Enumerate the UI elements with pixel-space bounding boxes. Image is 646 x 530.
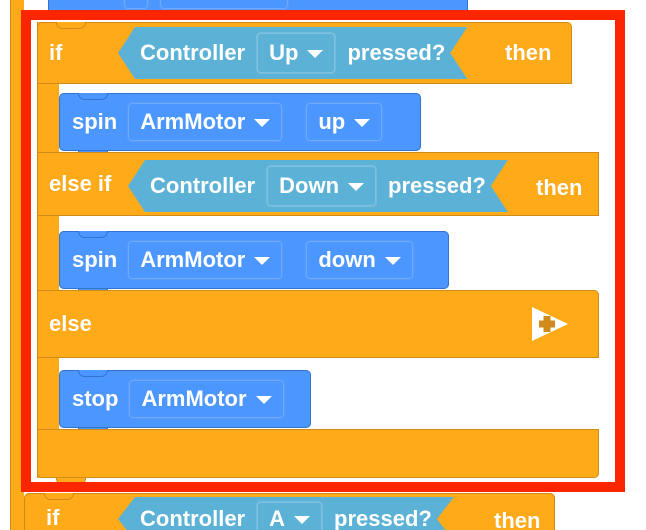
chevron-down-icon <box>254 119 271 127</box>
button-dropdown-down-value: Down <box>279 173 340 198</box>
chevron-down-icon <box>354 119 371 127</box>
if-a-top-notch <box>44 493 74 500</box>
chevron-down-icon <box>384 257 401 265</box>
clipped-dropdown-2[interactable] <box>159 0 289 10</box>
then-keyword: then <box>494 508 541 530</box>
outer-control-left-rail[interactable] <box>10 0 24 530</box>
stop-top-notch <box>78 370 108 377</box>
controller-label: Controller <box>150 173 256 198</box>
spin-command-label: spin <box>72 109 118 134</box>
if-row-then-keyword-wrap: then <box>505 40 551 66</box>
then-keyword: then <box>536 175 583 200</box>
clipped-motor-block-top[interactable] <box>48 0 468 18</box>
controller-a-pressed-condition[interactable]: Controller A pressed? <box>118 497 454 530</box>
controller-down-pressed-condition[interactable]: Controller Down pressed? <box>128 160 508 212</box>
else-keyword: else <box>49 311 92 336</box>
pressed-label: pressed? <box>334 506 432 530</box>
spin-armmotor-up-block[interactable]: spin ArmMotor up <box>59 93 421 151</box>
pressed-label: pressed? <box>388 173 486 198</box>
motor-dropdown-armmotor-1-value: ArmMotor <box>140 109 246 134</box>
controller-up-pressed-condition[interactable]: Controller Up pressed? <box>118 27 467 79</box>
else-row-header[interactable]: else <box>37 290 599 358</box>
button-dropdown-up[interactable]: Up <box>256 32 336 74</box>
stop-command-label: stop <box>72 386 119 411</box>
else-if-row-then-keyword-wrap: then <box>536 175 582 201</box>
if-a-then-keyword-wrap: then <box>494 508 540 530</box>
controller-label: Controller <box>140 506 246 530</box>
motor-dropdown-armmotor-2-value: ArmMotor <box>140 247 246 272</box>
pressed-label: pressed? <box>347 40 446 65</box>
if-block-closing-bar[interactable] <box>37 429 599 478</box>
stop-armmotor-block[interactable]: stop ArmMotor <box>59 370 311 428</box>
else-if-keyword: else if <box>49 171 112 196</box>
motor-dropdown-armmotor-3-value: ArmMotor <box>141 386 247 411</box>
then-keyword: then <box>505 40 552 65</box>
spin-up-top-notch <box>78 93 108 100</box>
if-block-top-notch <box>56 22 86 29</box>
direction-dropdown-up-value: up <box>318 109 346 134</box>
button-dropdown-a[interactable]: A <box>256 501 323 530</box>
motor-dropdown-armmotor-1[interactable]: ArmMotor <box>127 102 284 142</box>
chevron-down-icon <box>348 183 364 191</box>
chevron-down-icon <box>254 257 271 265</box>
button-dropdown-down[interactable]: Down <box>266 165 377 207</box>
button-dropdown-a-value: A <box>269 506 286 530</box>
direction-dropdown-down-value: down <box>318 247 376 272</box>
if-keyword: if <box>49 40 63 65</box>
motor-dropdown-armmotor-2[interactable]: ArmMotor <box>127 240 284 280</box>
if-block-bottom-bump <box>56 478 86 485</box>
expand-arrow-plus-icon[interactable] <box>528 304 570 344</box>
direction-dropdown-up[interactable]: up <box>305 102 384 142</box>
chevron-down-icon <box>294 516 310 524</box>
chevron-down-icon <box>307 50 323 58</box>
controller-label: Controller <box>140 40 246 65</box>
if-block-left-spine[interactable] <box>37 22 59 478</box>
chevron-down-icon <box>255 396 272 404</box>
button-dropdown-up-value: Up <box>269 40 299 65</box>
direction-dropdown-down[interactable]: down <box>305 240 414 280</box>
if-keyword: if <box>46 505 60 530</box>
spin-armmotor-down-block[interactable]: spin ArmMotor down <box>59 231 449 289</box>
spin-command-label: spin <box>72 247 118 272</box>
motor-dropdown-armmotor-3[interactable]: ArmMotor <box>128 379 285 419</box>
spin-down-top-notch <box>78 231 108 238</box>
clipped-dropdown-1[interactable] <box>123 0 149 10</box>
